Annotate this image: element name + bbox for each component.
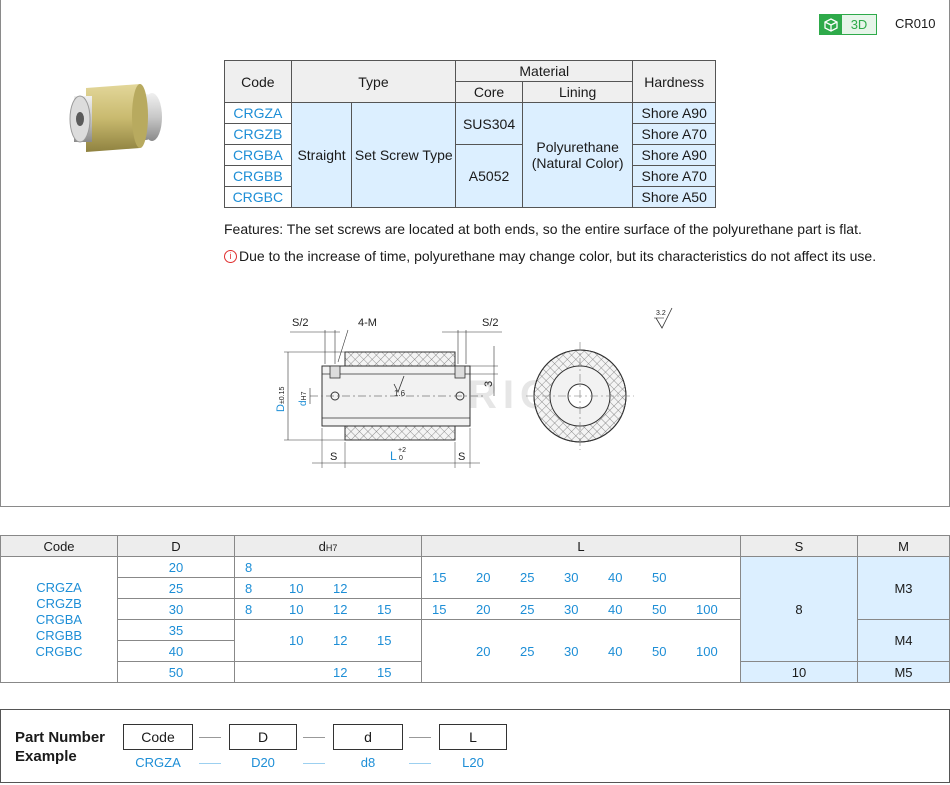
type-fix: Set Screw Type — [351, 102, 457, 208]
spec-code-link[interactable]: CRGBA — [224, 144, 292, 166]
d-value: 30 — [117, 598, 235, 620]
warning-text: Due to the increase of time, polyurethan… — [239, 248, 877, 264]
separator — [303, 737, 325, 738]
svg-text:3: 3 — [483, 381, 495, 387]
spec-header-core: Core — [455, 81, 523, 103]
separator — [409, 737, 431, 738]
spec-header-code: Code — [224, 60, 292, 103]
d-value: 20 — [117, 556, 235, 578]
spec-header-lining: Lining — [521, 81, 634, 103]
spec-header-hardness: Hardness — [632, 60, 716, 103]
s-value: 10 — [740, 661, 858, 683]
svg-text:4-M: 4-M — [358, 317, 377, 329]
dim-header-s: S — [740, 535, 858, 557]
dim-header-code: Code — [0, 535, 118, 557]
example-l: L20 — [462, 755, 484, 770]
svg-text:0: 0 — [399, 455, 403, 462]
separator — [199, 763, 221, 764]
example-dh: d8 — [360, 755, 376, 770]
example-d: D20 — [251, 755, 275, 770]
hardness-value: Shore A70 — [632, 165, 716, 187]
dh-box: d — [333, 724, 403, 750]
hardness-value: Shore A90 — [632, 144, 716, 166]
m-value: M3 — [857, 556, 950, 620]
core-material: SUS304 — [455, 102, 523, 145]
separator — [303, 763, 325, 764]
svg-text:L: L — [390, 449, 397, 463]
d-value: 25 — [117, 577, 235, 599]
d-value: 40 — [117, 640, 235, 662]
hardness-value: Shore A90 — [632, 102, 716, 124]
spec-code-link[interactable]: CRGZA — [224, 102, 292, 124]
svg-text:S/2: S/2 — [292, 317, 309, 329]
svg-text:S/2: S/2 — [482, 317, 499, 329]
spec-header-material: Material — [455, 60, 634, 82]
dh-values: 8 — [234, 556, 422, 578]
features-note: Features: The set screws are located at … — [224, 221, 862, 237]
product-image — [68, 82, 168, 161]
svg-text:S: S — [330, 451, 337, 463]
spec-code-link[interactable]: CRGBB — [224, 165, 292, 187]
spec-header-type: Type — [290, 60, 457, 103]
dim-header-l: L — [421, 535, 741, 557]
separator — [409, 763, 431, 764]
svg-text:3.2: 3.2 — [656, 310, 666, 317]
3d-label: 3D — [842, 15, 876, 34]
product-code: CR010 — [895, 16, 936, 31]
part-number-title: Part Number Example — [15, 729, 106, 765]
m-value: M5 — [857, 661, 950, 683]
svg-text:1.6: 1.6 — [394, 389, 406, 398]
separator — [199, 737, 221, 738]
example-code: CRGZA — [135, 755, 181, 770]
technical-drawing: FOTRION 1.6 S/2 4-M S/2 3 — [270, 300, 690, 480]
d-value: 50 — [117, 661, 235, 683]
part-number-example: Part Number Example Code D d L CRGZA D20… — [0, 709, 950, 783]
info-circle-icon: i — [224, 249, 237, 263]
d-box: D — [229, 724, 297, 750]
dim-header-m: M — [857, 535, 950, 557]
cube-icon — [820, 15, 842, 34]
svg-text:S: S — [458, 451, 465, 463]
3d-model-button[interactable]: 3D — [819, 14, 877, 35]
l-box: L — [439, 724, 507, 750]
svg-text:dH7: dH7 — [298, 391, 309, 406]
s-value: 8 — [740, 556, 858, 662]
d-value: 35 — [117, 619, 235, 641]
lining-material: Polyurethane(Natural Color) — [521, 102, 634, 208]
svg-text:D±0.15: D±0.15 — [275, 386, 287, 412]
svg-text:+2: +2 — [398, 447, 406, 454]
code-box: Code — [123, 724, 193, 750]
m-value: M4 — [857, 619, 950, 662]
spec-table: Code Type Material Hardness Core Lining … — [224, 60, 716, 208]
spec-code-link[interactable]: CRGBC — [224, 186, 292, 208]
dim-header-dh: dH7 — [234, 535, 422, 557]
dim-header-d: D — [117, 535, 235, 557]
warning-note: i Due to the increase of time, polyureth… — [224, 248, 876, 264]
core-material: A5052 — [455, 144, 523, 208]
hardness-value: Shore A50 — [632, 186, 716, 208]
type-shape: Straight — [290, 102, 353, 208]
hardness-value: Shore A70 — [632, 123, 716, 145]
spec-code-link[interactable]: CRGZB — [224, 123, 292, 145]
